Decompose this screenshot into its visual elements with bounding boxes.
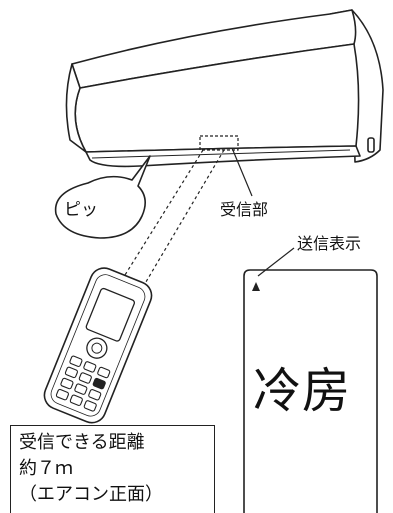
remote-button-grid xyxy=(55,355,111,412)
receiver-pointer-line xyxy=(231,147,253,197)
remote-lcd-screen xyxy=(85,287,136,342)
air-conditioner-unit xyxy=(65,9,384,168)
receiver-window-outline xyxy=(199,135,239,151)
speech-bubble xyxy=(54,155,151,239)
speech-bubble-text: ピッ xyxy=(64,200,98,220)
send-indicator-triangle xyxy=(252,282,260,291)
remote-controller xyxy=(43,267,153,424)
aircon-side-button xyxy=(367,137,375,153)
display-mode-text: 冷房 xyxy=(253,363,352,419)
send-indicator-label: 送信表示 xyxy=(297,234,362,253)
range-note-line-3: （エアコン正面） xyxy=(19,484,163,505)
range-note-box: 受信できる距離 約７ｍ （エアコン正面） xyxy=(10,425,215,513)
aircon-louver-line xyxy=(91,149,351,159)
remote-display-panel xyxy=(243,269,378,513)
signal-beam xyxy=(119,149,225,293)
send-indicator-pointer-line xyxy=(257,247,295,277)
range-note-line-2: 約７ｍ xyxy=(19,458,73,479)
range-note-line-1: 受信できる距離 xyxy=(19,432,145,453)
receiver-label: 受信部 xyxy=(220,200,269,219)
aircon-left-cap xyxy=(65,63,87,153)
aircon-bottom-louver xyxy=(85,145,361,168)
